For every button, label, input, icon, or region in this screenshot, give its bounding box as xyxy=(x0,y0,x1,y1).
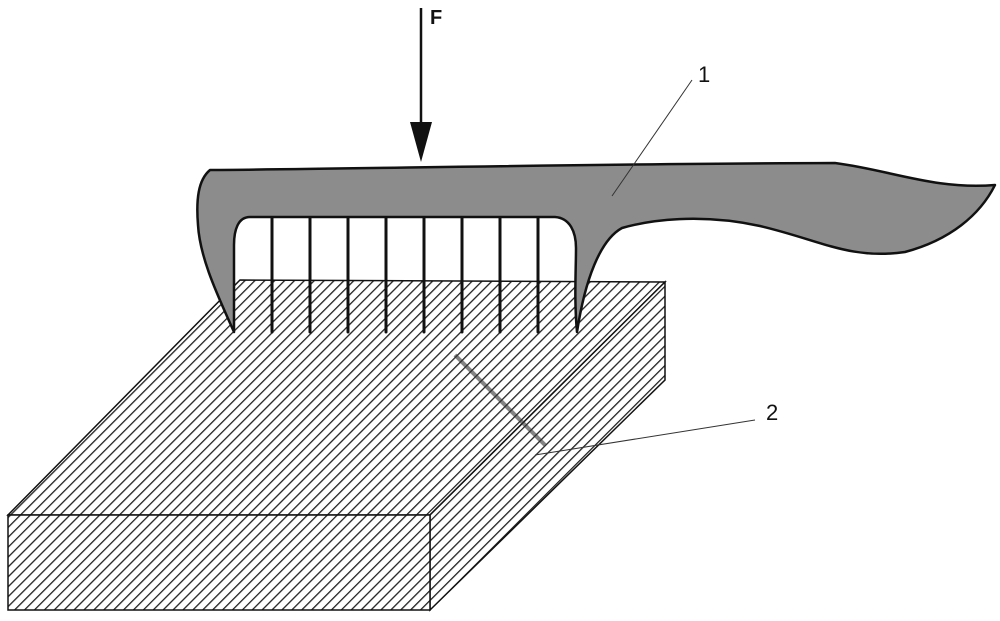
part-2-label: 2 xyxy=(766,400,778,425)
force-label: F xyxy=(430,7,442,29)
block-front-face xyxy=(8,515,430,610)
force-arrow-head xyxy=(410,122,432,162)
part-1-label: 1 xyxy=(698,62,710,87)
hatched-block xyxy=(8,280,665,610)
force-arrow: F xyxy=(410,7,442,162)
